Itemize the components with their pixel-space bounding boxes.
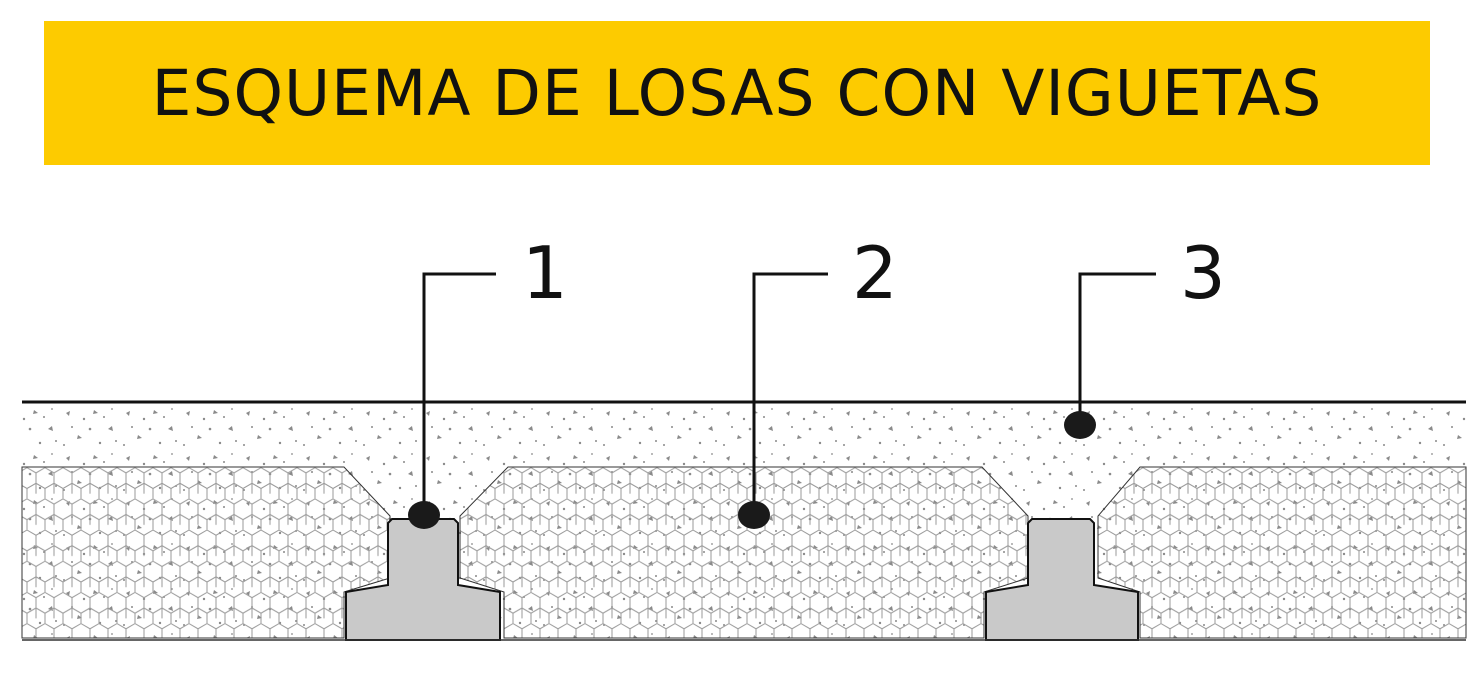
infill-block-center — [459, 466, 1029, 639]
callout-3: 3 — [1064, 231, 1226, 439]
infill-block-right — [1097, 466, 1467, 639]
callout-1: 1 — [408, 231, 568, 529]
callout-2-dot — [738, 501, 770, 529]
callout-1-dot — [408, 501, 440, 529]
callout-2-label: 2 — [852, 231, 898, 315]
callout-2-leader — [752, 272, 828, 515]
callout-3-label: 3 — [1180, 231, 1226, 315]
callout-3-dot — [1064, 411, 1096, 439]
callout-1-leader — [422, 272, 496, 515]
callout-1-label: 1 — [522, 231, 568, 315]
callout-2: 2 — [738, 231, 898, 529]
callout-3-leader — [1078, 272, 1156, 425]
title-banner: ESQUEMA DE LOSAS CON VIGUETAS — [44, 21, 1430, 165]
page-title: ESQUEMA DE LOSAS CON VIGUETAS — [151, 56, 1323, 130]
infill-block-left — [21, 466, 391, 639]
